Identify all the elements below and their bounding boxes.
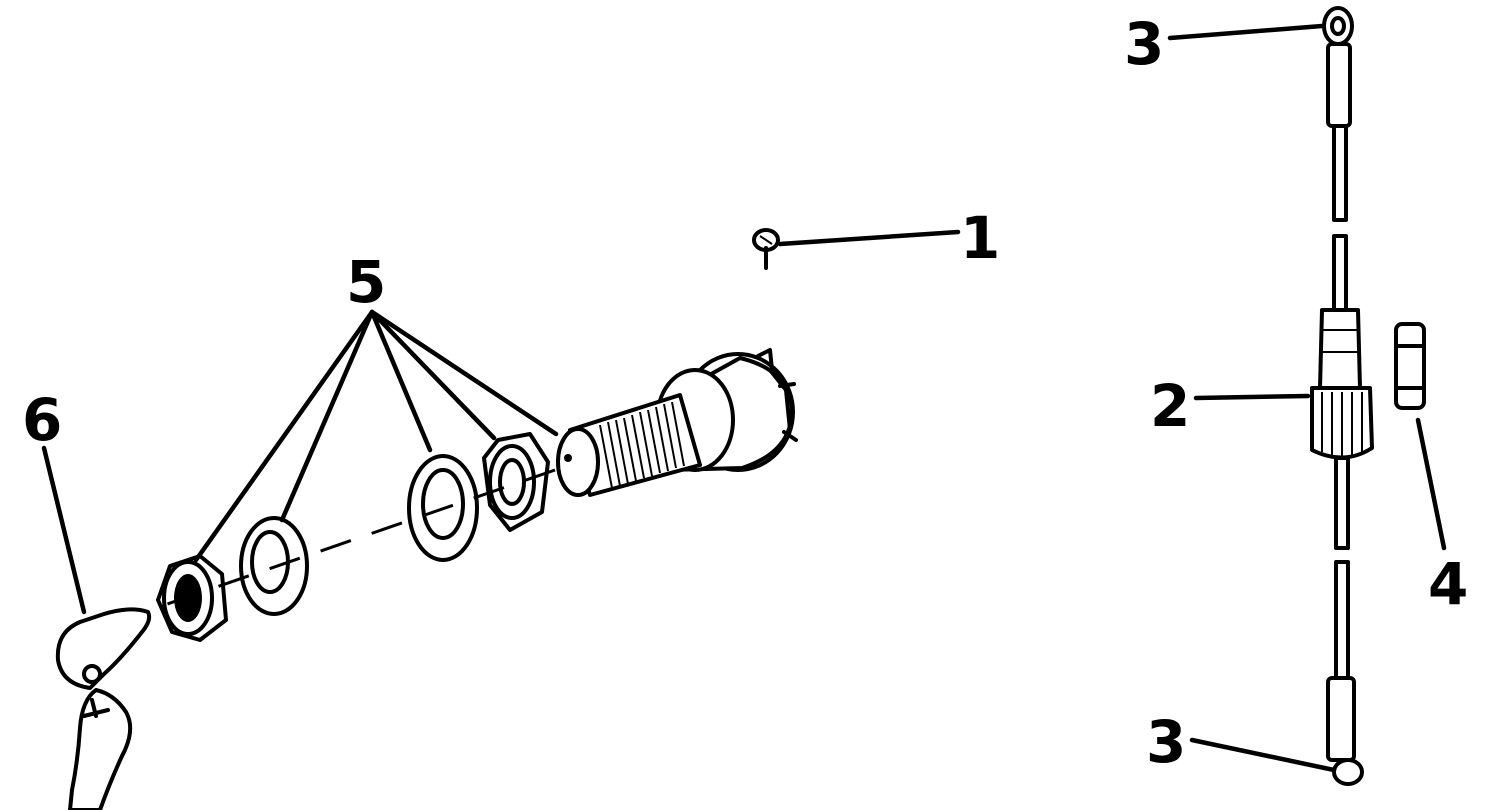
lead-sleeve-bottom [1326, 676, 1356, 762]
leader-6 [41, 445, 87, 615]
callout-3-bottom: 3 [1146, 708, 1186, 776]
lead-sleeve-top [1326, 42, 1352, 128]
leader-2 [1193, 393, 1311, 401]
fuse-holder-cap [1318, 308, 1362, 390]
callout-1: 1 [960, 204, 1000, 272]
callout-3-top: 3 [1124, 10, 1164, 78]
fuse-holder-assembly [1310, 6, 1374, 786]
callout-6: 6 [22, 386, 62, 454]
threaded-barrel [556, 393, 702, 497]
assembly-centerline [149, 468, 556, 612]
leader-1 [777, 229, 961, 247]
hex-nut-outer [156, 554, 228, 642]
hex-nut-inner [482, 432, 550, 532]
ring-terminal-top [1322, 6, 1354, 46]
callout-5: 5 [346, 248, 386, 316]
lead-wire-top [1332, 124, 1348, 222]
ignition-switch-assembly [149, 348, 798, 642]
screw [752, 228, 780, 270]
leader-3-top [1167, 23, 1325, 41]
ring-terminal-bottom [1332, 758, 1364, 786]
callout-4: 4 [1428, 550, 1468, 618]
callout-2: 2 [1150, 372, 1190, 440]
callout-labels: 1 2 3 3 4 5 6 [22, 10, 1468, 776]
leader-lines [41, 23, 1447, 773]
lead-wire-bottom [1334, 560, 1350, 684]
fuse [1394, 322, 1426, 410]
leader-5-group [193, 309, 559, 563]
ignition-keys [55, 607, 152, 810]
leader-3-bottom [1189, 737, 1337, 773]
leader-4 [1415, 417, 1447, 551]
